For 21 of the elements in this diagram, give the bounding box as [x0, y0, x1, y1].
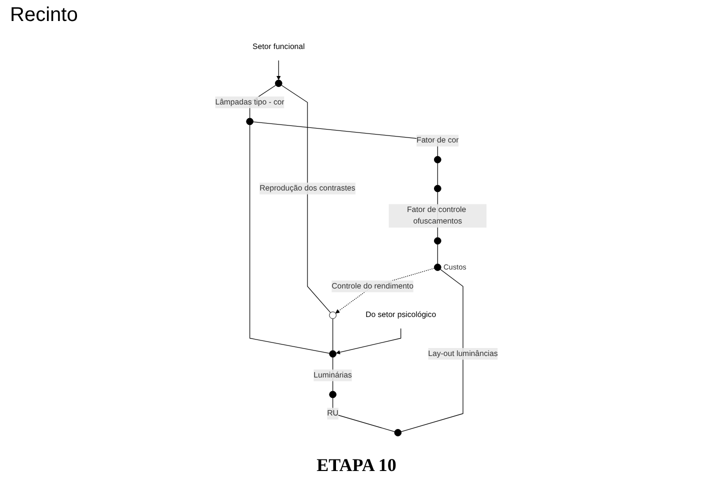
connector — [332, 318, 334, 351]
node-circle — [329, 312, 336, 319]
node-circle — [434, 156, 442, 164]
node-circle — [394, 429, 402, 436]
region-label: Recinto — [10, 4, 78, 27]
connector — [437, 244, 438, 264]
node-circle — [329, 390, 336, 398]
arrow — [336, 328, 402, 354]
connector — [332, 398, 395, 432]
arrow — [276, 60, 281, 80]
node-circle — [434, 184, 442, 192]
node-circle — [434, 264, 442, 271]
node-circle — [274, 80, 282, 87]
connector — [281, 84, 331, 313]
node-circle — [434, 237, 442, 245]
connector — [400, 269, 464, 432]
caption: ETAPA 10 — [316, 455, 398, 476]
connector — [249, 124, 330, 354]
connector — [437, 162, 438, 186]
node-circle — [329, 350, 336, 358]
node-circle — [246, 118, 254, 126]
